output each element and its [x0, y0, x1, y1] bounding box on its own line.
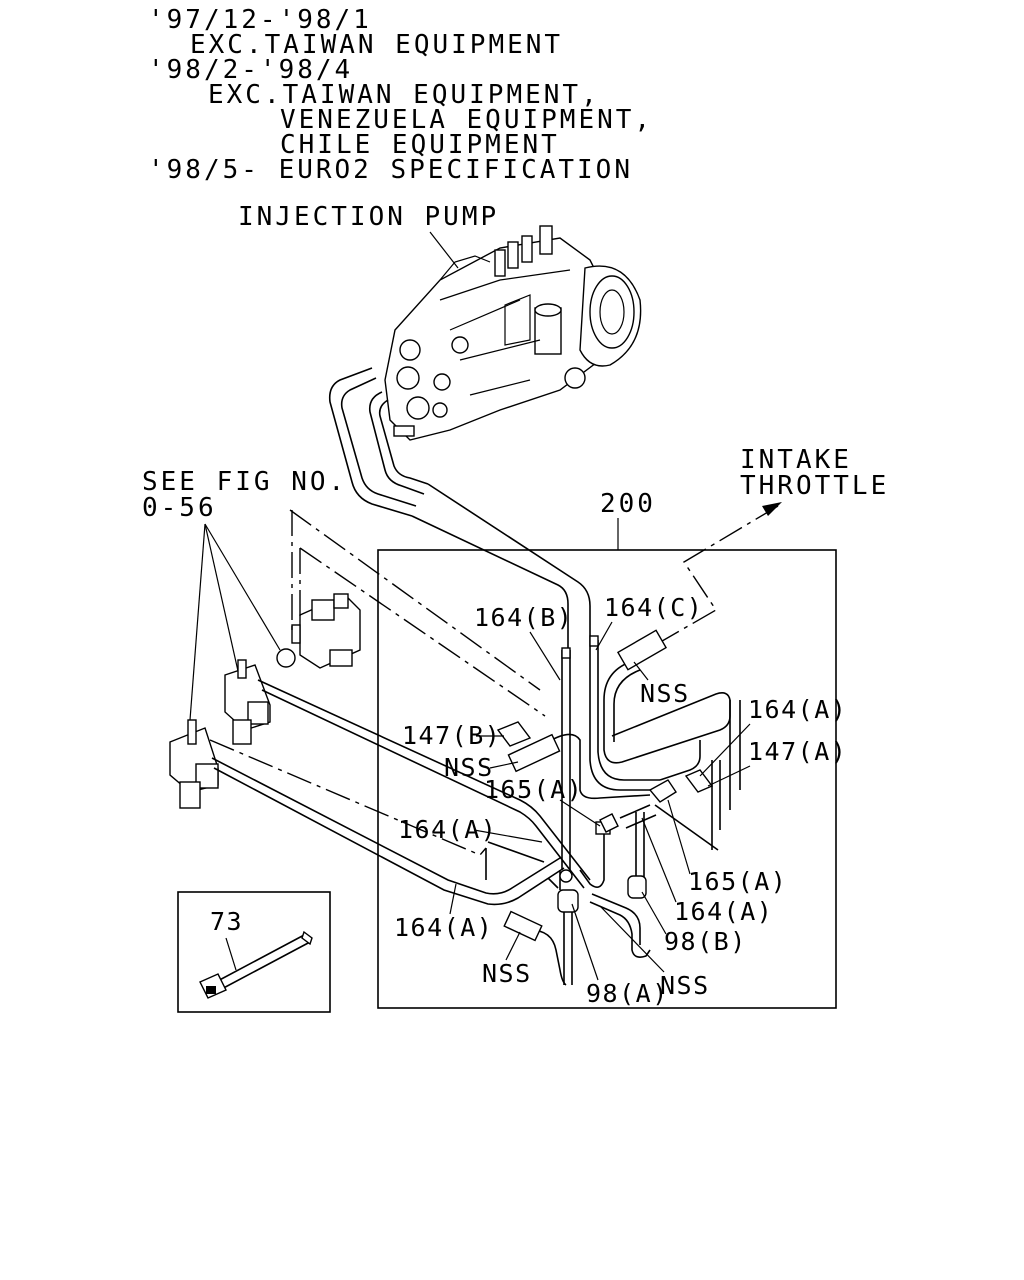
header-line-7: '98/5- EURO2 SPECIFICATION	[148, 155, 633, 185]
pump-hose-outer-2	[340, 377, 417, 507]
injection-pump-label: INJECTION PUMP	[238, 202, 499, 232]
box-73	[177, 891, 331, 1013]
hose-valve-middle	[257, 679, 591, 881]
dashline-valve-top-2	[299, 547, 546, 717]
see-fig-label-1: SEE FIG NO.	[142, 467, 347, 497]
injection-pump	[384, 225, 642, 441]
label-nss-1: NSS	[640, 679, 690, 708]
applicability-header: '97/12-'98/1 EXC.TAIWAN EQUIPMENT '98/2-…	[148, 5, 653, 185]
hose-to-164b-2	[427, 483, 591, 640]
leader-164a-right	[699, 723, 751, 777]
hose-valve-middle-2	[261, 689, 585, 889]
label-nss-4: NSS	[660, 971, 710, 1000]
solenoid-valve-top	[276, 593, 361, 669]
see-fig-label-2: 0-56	[142, 493, 217, 523]
header-line-6: CHILE EQUIPMENT	[280, 130, 560, 160]
see-fig-leader-2	[204, 523, 241, 681]
dashline-valve-bottom	[209, 739, 487, 856]
header-line-2: EXC.TAIWAN EQUIPMENT	[190, 30, 563, 60]
intake-throttle-dashline	[649, 505, 779, 649]
label-98b: 98(B)	[664, 927, 747, 956]
label-164b: 164(B)	[474, 603, 573, 632]
leader-165a-1	[559, 799, 601, 827]
hose-valve-bottom	[211, 757, 561, 895]
label-147a: 147(A)	[748, 737, 847, 766]
leader-73	[225, 937, 237, 971]
label-164a-right: 164(A)	[748, 695, 847, 724]
leader-164a-middle	[473, 829, 543, 843]
label-73: 73	[210, 907, 243, 936]
leader-98b	[641, 891, 667, 935]
header-line-3: '98/2-'98/4	[148, 55, 353, 85]
box-200-label: 200	[600, 489, 656, 519]
clip-73	[199, 930, 313, 999]
solenoid-valve-bottom	[169, 719, 219, 809]
label-164a-left: 164(A)	[394, 913, 493, 942]
label-164c: 164(C)	[604, 593, 703, 622]
label-165a-1: 165(A)	[484, 775, 583, 804]
label-164a-bottom: 164(A)	[674, 897, 773, 926]
hose-to-164b	[411, 515, 569, 650]
label-164a-middle: 164(A)	[398, 815, 497, 844]
label-165a-2: 165(A)	[688, 867, 787, 896]
leader-98a	[571, 903, 599, 981]
intake-throttle-label-2: THROTTLE	[740, 471, 889, 501]
pump-hose-inner	[368, 391, 425, 495]
intake-throttle-arrow	[762, 502, 782, 516]
leader-164a-bottom	[641, 817, 677, 903]
leader-nss-2	[489, 761, 519, 769]
see-fig-leader-3	[189, 523, 206, 721]
intake-throttle-label-1: INTAKE	[740, 445, 852, 475]
leader-165a-2	[667, 799, 691, 875]
label-nss-2: NSS	[444, 753, 494, 782]
box-200	[377, 549, 837, 1009]
injection-pump-leader	[429, 231, 459, 269]
header-line-4: EXC.TAIWAN EQUIPMENT,	[208, 80, 600, 110]
hose-valve-bottom-2	[213, 767, 565, 906]
leader-nss-3	[505, 931, 521, 961]
leader-164a-left	[449, 883, 457, 915]
leader-nss-4	[599, 905, 665, 973]
leader-164b	[529, 631, 561, 681]
leader-147a	[707, 765, 751, 787]
box-hoses	[485, 629, 741, 986]
label-98a: 98(A)	[586, 979, 669, 1008]
pump-hose-inner-2	[378, 399, 429, 485]
leader-164c	[595, 621, 613, 651]
header-line-1: '97/12-'98/1	[148, 5, 372, 35]
pump-hose-outer	[328, 367, 413, 517]
solenoid-valve-middle	[224, 659, 271, 745]
header-line-5: VENEZUELA EQUIPMENT,	[280, 105, 653, 135]
see-fig-leader-1	[204, 523, 281, 651]
label-nss-3: NSS	[482, 959, 532, 988]
dashline-valve-top	[289, 509, 541, 691]
leader-nss-1	[633, 661, 649, 681]
